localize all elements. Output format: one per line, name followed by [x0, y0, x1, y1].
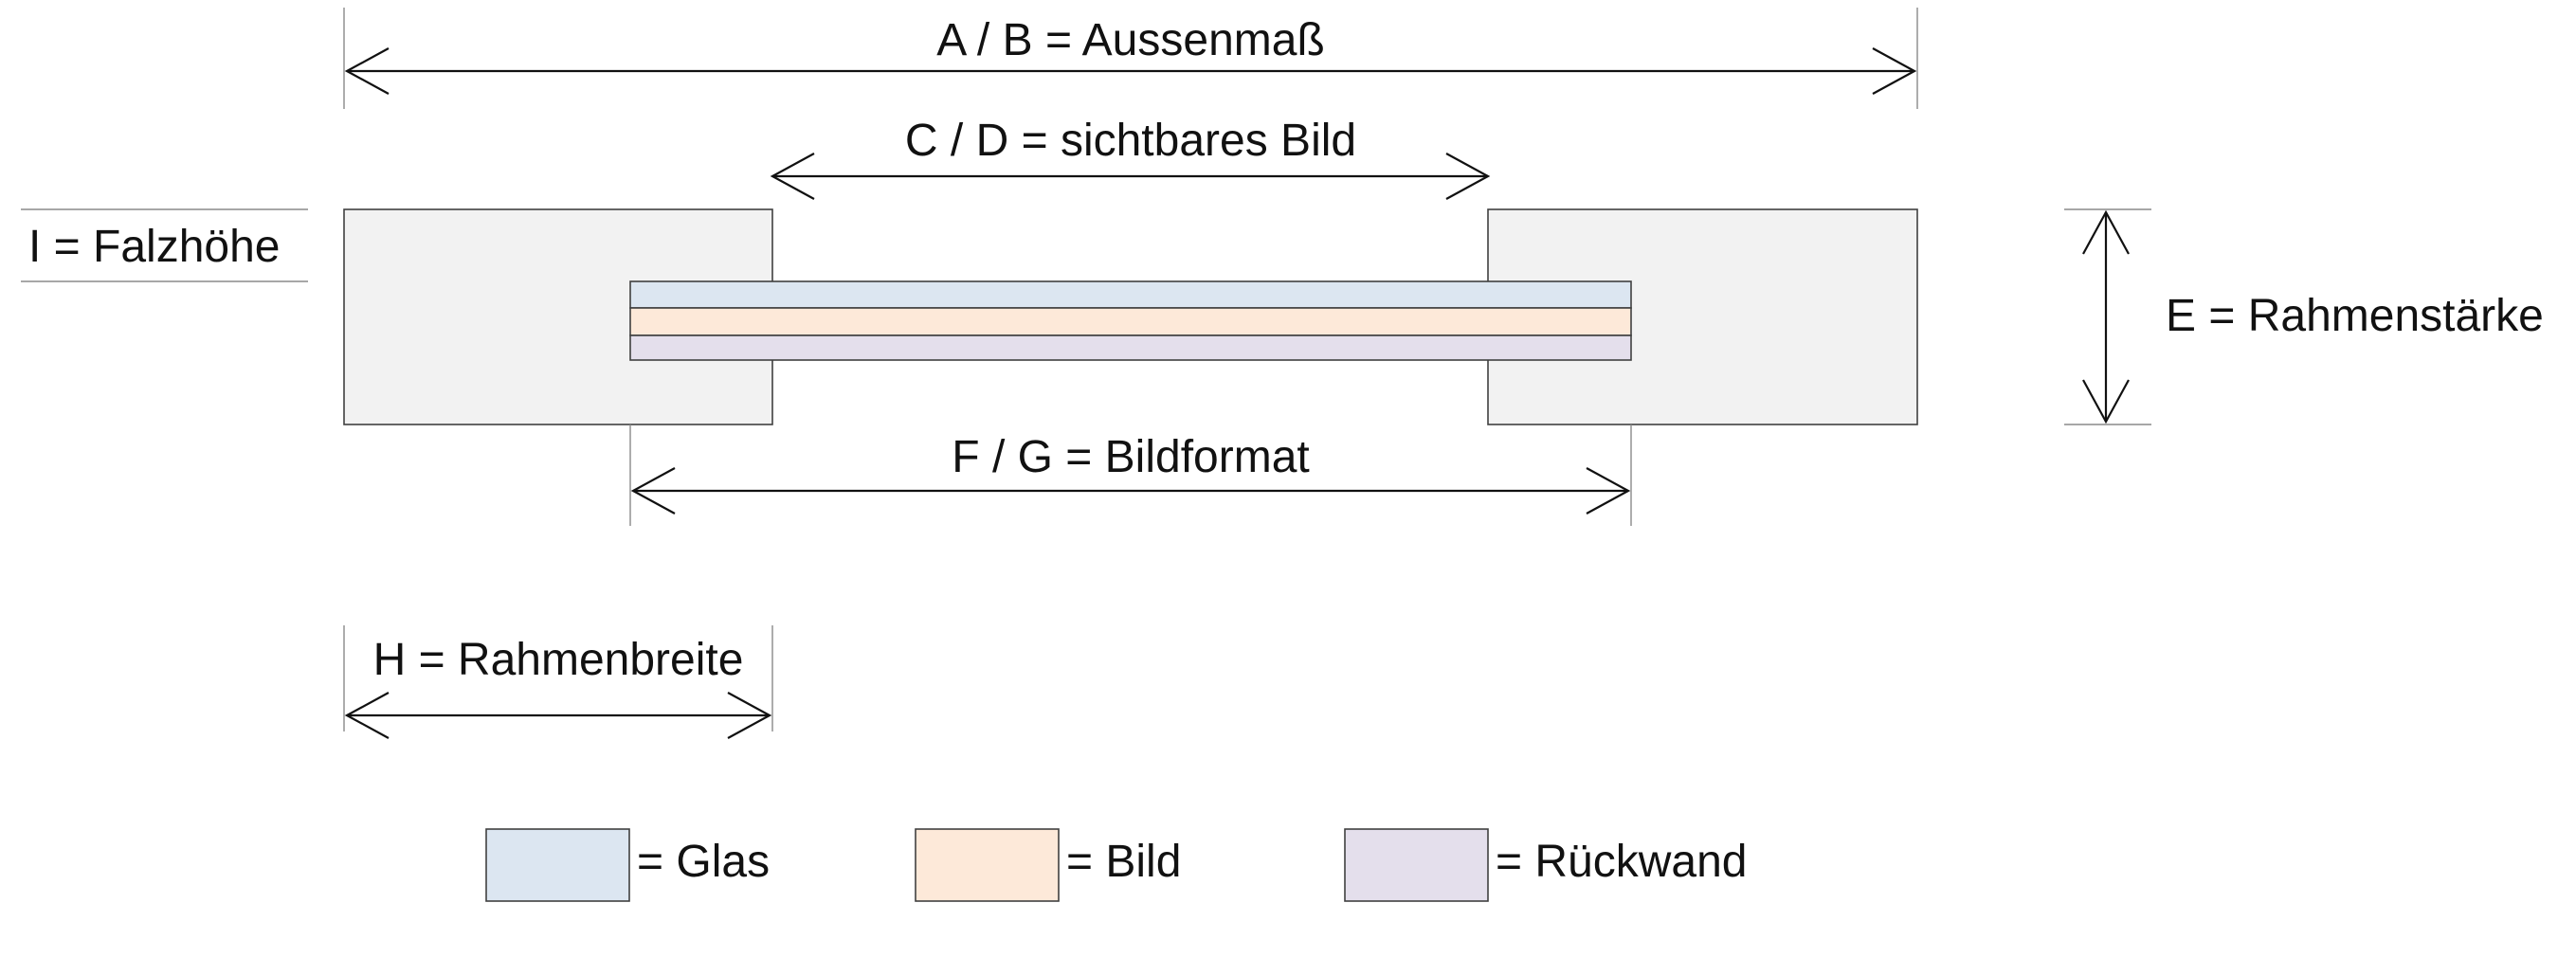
frame-thickness-dimension: E = Rahmenstärke	[2064, 208, 2544, 425]
glass-layer	[629, 280, 1632, 309]
legend-item-glass: = Glas	[485, 828, 770, 902]
rebate-height-label: I = Falzhöhe	[28, 222, 281, 272]
outer-dimension-label: A / B = Aussenmaß	[936, 15, 1325, 65]
legend-label-glass: = Glas	[637, 837, 770, 887]
visible-image-arrow-left	[770, 153, 815, 200]
legend-label-picture: = Bild	[1066, 837, 1181, 887]
visible-image-label: C / D = sichtbares Bild	[905, 116, 1356, 166]
picture-layer	[629, 307, 1632, 336]
visible-image-dimension: C / D = sichtbares Bild	[770, 116, 1491, 200]
frame-width-arrow-right	[727, 692, 772, 739]
outer-dimension: A / B = Aussenmaß	[343, 8, 1918, 109]
frame-width-arrow-left	[344, 692, 390, 739]
frame-thickness-arrow-bottom	[2082, 379, 2130, 424]
image-format-label: F / G = Bildformat	[952, 432, 1309, 482]
frame-thickness-arrow-top	[2082, 209, 2130, 255]
backing-board-layer	[629, 334, 1632, 361]
frame-thickness-label: E = Rahmenstärke	[2166, 291, 2544, 341]
image-format-dimension: F / G = Bildformat	[629, 424, 1632, 526]
legend-swatch-glass	[485, 828, 630, 902]
legend-item-picture: = Bild	[915, 828, 1181, 902]
legend-label-backing-board: = Rückwand	[1496, 837, 1747, 887]
legend: = Glas = Bild = Rückwand	[485, 828, 1747, 902]
outer-dimension-arrow-right	[1872, 47, 1917, 95]
legend-item-backing-board: = Rückwand	[1344, 828, 1747, 902]
frame-width-label: H = Rahmenbreite	[373, 635, 744, 685]
visible-image-arrow-right	[1445, 153, 1491, 200]
frame-width-dimension: H = Rahmenbreite	[343, 625, 773, 739]
image-format-arrow-right	[1586, 467, 1631, 515]
rebate-height-dimension: I = Falzhöhe	[21, 208, 308, 282]
image-format-arrow-left	[630, 467, 676, 515]
outer-dimension-arrow-left	[344, 47, 390, 95]
legend-swatch-picture	[915, 828, 1060, 902]
legend-swatch-backing-board	[1344, 828, 1489, 902]
